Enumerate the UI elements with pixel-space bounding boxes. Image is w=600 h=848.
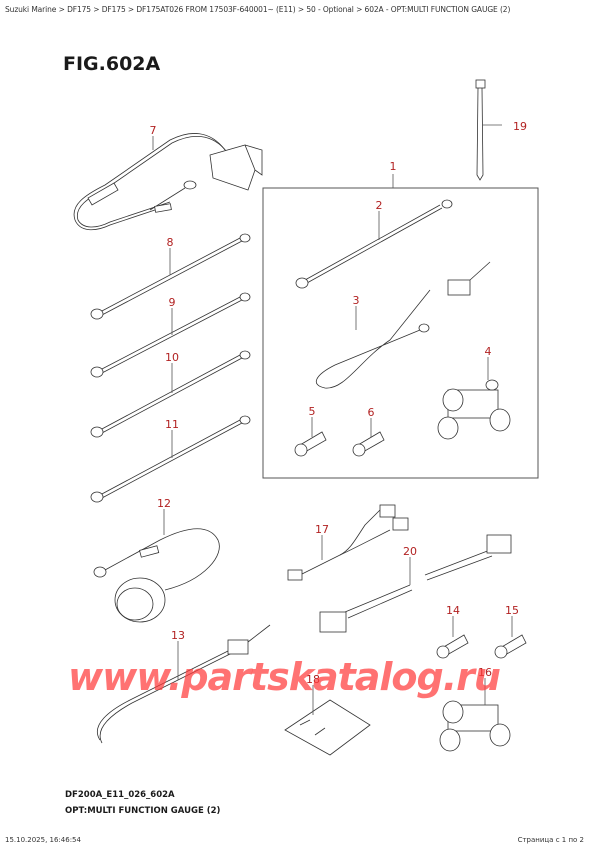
figure-title: FIG.602A [63, 53, 161, 75]
terminator-14-icon [436, 616, 469, 659]
t-connector-16-icon [439, 678, 511, 752]
terminator-female-icon [294, 417, 327, 457]
sensor-icon [93, 509, 220, 623]
extension-cable-9-icon [90, 292, 251, 378]
harness-13-icon [97, 624, 271, 744]
callout-7[interactable]: 7 [149, 124, 157, 137]
power-cable-icon [315, 261, 491, 389]
callout-17[interactable]: 17 [315, 523, 329, 536]
terminator-male-icon [352, 418, 385, 457]
watermark: www.partskatalog.ru [68, 655, 501, 699]
extension-cable-8-icon [90, 233, 251, 320]
callout-8[interactable]: 8 [166, 236, 174, 249]
callout-18[interactable]: 18 [306, 673, 320, 686]
callout-1[interactable]: 1 [389, 160, 397, 173]
callout-20[interactable]: 20 [403, 545, 417, 558]
breadcrumb: Suzuki Marine > DF175 > DF175 > DF175AT0… [5, 5, 511, 14]
callout-4[interactable]: 4 [484, 345, 492, 358]
figure-caption: OPT:MULTI FUNCTION GAUGE (2) [65, 806, 221, 816]
callout-5[interactable]: 5 [308, 405, 316, 418]
callout-9[interactable]: 9 [168, 296, 176, 309]
callout-2[interactable]: 2 [375, 199, 383, 212]
callout-15[interactable]: 15 [505, 604, 519, 617]
print-timestamp: 15.10.2025, 16:46:54 [5, 836, 81, 844]
extension-cable-10-icon [90, 350, 251, 438]
backbone-cable-icon [295, 199, 453, 289]
callout-11[interactable]: 11 [165, 418, 179, 431]
y-harness-icon [287, 504, 409, 581]
kit-box-frame [262, 187, 539, 479]
callout-16[interactable]: 16 [478, 666, 492, 679]
extension-harness-icon [319, 534, 512, 633]
extension-cable-11-icon [90, 415, 251, 503]
callout-3[interactable]: 3 [352, 294, 360, 307]
callout-12[interactable]: 12 [157, 497, 171, 510]
t-connector-icon [437, 357, 511, 440]
parts-bag-icon [284, 685, 371, 756]
callout-19[interactable]: 19 [513, 120, 527, 133]
terminator-15-icon [494, 616, 527, 659]
callout-6[interactable]: 6 [367, 406, 375, 419]
cable-tie-icon [475, 79, 502, 181]
callout-10[interactable]: 10 [165, 351, 179, 364]
page-number: Страница с 1 по 2 [517, 836, 584, 844]
callout-14[interactable]: 14 [446, 604, 460, 617]
callout-13[interactable]: 13 [171, 629, 185, 642]
gauge-harness-icon [73, 133, 263, 231]
figure-reference-code: DF200A_E11_026_602A [65, 790, 175, 800]
